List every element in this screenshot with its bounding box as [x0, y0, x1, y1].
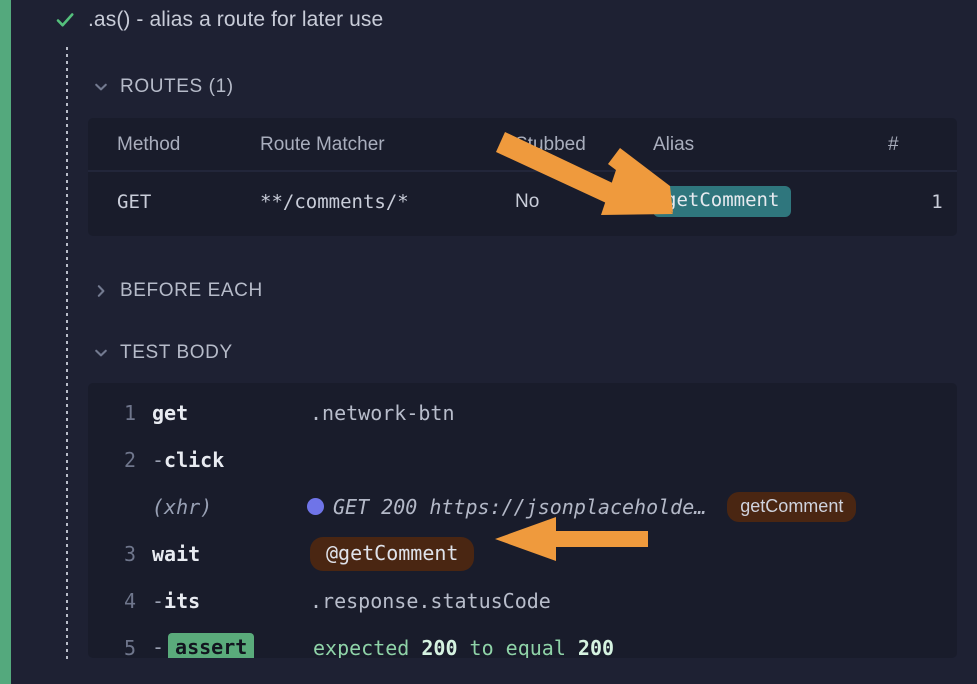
- command-argument-assert: expected 200 to equal 200: [313, 636, 614, 659]
- command-row-its[interactable]: 4 -its .response.statusCode: [88, 577, 957, 624]
- check-icon: [56, 13, 74, 27]
- wait-alias-badge[interactable]: @getComment: [310, 536, 475, 571]
- column-header-stubbed: Stubbed: [515, 118, 653, 172]
- assert-value-actual: 200: [421, 635, 458, 659]
- commands-panel: 1 get .network-btn 2 -click (xhr) GET 20…: [88, 383, 957, 658]
- command-number: 4: [123, 588, 136, 613]
- section-label-before-each: BEFORE EACH: [120, 280, 263, 301]
- command-number: 5: [123, 635, 136, 659]
- assert-prefix: expected: [313, 635, 422, 659]
- assert-chip: assert: [168, 632, 255, 658]
- page-title: .as() - alias a route for later use: [88, 8, 384, 31]
- command-dash: -: [152, 588, 165, 613]
- routes-panel: Method Route Matcher Stubbed Alias # GET…: [88, 118, 957, 236]
- section-label-routes: ROUTES (1): [120, 76, 234, 97]
- test-status-bar: [0, 0, 11, 684]
- command-name-text: click: [164, 447, 225, 472]
- section-header-before-each[interactable]: BEFORE EACH: [93, 280, 263, 302]
- cell-route-matcher: **/comments/*: [260, 190, 409, 213]
- command-row-xhr[interactable]: (xhr) GET 200 https://jsonplaceholde… ge…: [88, 483, 957, 530]
- cell-method: GET: [117, 190, 152, 213]
- chevron-down-icon: [95, 83, 107, 91]
- cell-count: 1: [931, 190, 943, 213]
- column-header-route-matcher: Route Matcher: [260, 118, 515, 172]
- assert-middle: to equal: [457, 635, 578, 659]
- table-row[interactable]: GET **/comments/* No getComment 1: [88, 171, 957, 233]
- command-name-xhr: (xhr): [152, 494, 213, 519]
- assert-message: expected 200 to equal 200: [313, 636, 614, 659]
- column-header-alias: Alias: [653, 118, 888, 172]
- test-guide-line: [66, 47, 68, 659]
- cell-alias: getComment: [653, 171, 888, 233]
- section-header-test-body[interactable]: TEST BODY: [93, 342, 233, 364]
- xhr-alias-badge[interactable]: getComment: [727, 491, 857, 522]
- command-name-assert: -assert: [152, 632, 255, 659]
- chevron-right-icon: [97, 285, 105, 297]
- command-name-text: its: [164, 588, 201, 613]
- section-header-routes[interactable]: ROUTES (1): [93, 76, 234, 98]
- command-name: -click: [152, 448, 224, 472]
- command-name: -its: [152, 589, 200, 613]
- command-row-click[interactable]: 2 -click: [88, 436, 957, 483]
- chevron-down-icon: [95, 349, 107, 357]
- command-name: wait: [152, 541, 201, 566]
- alias-badge[interactable]: getComment: [653, 186, 792, 217]
- command-row-assert[interactable]: 5 -assert expected 200 to equal 200: [88, 624, 957, 658]
- command-argument-wait: @getComment: [310, 536, 475, 571]
- section-label-test-body: TEST BODY: [120, 342, 233, 363]
- column-header-count: #: [888, 118, 957, 172]
- command-dash: -: [152, 447, 165, 472]
- routes-table-header-row: Method Route Matcher Stubbed Alias #: [88, 118, 957, 172]
- column-header-method: Method: [88, 118, 260, 172]
- command-number: 2: [123, 447, 136, 472]
- command-row-get[interactable]: 1 get .network-btn: [88, 389, 957, 436]
- xhr-status-dot: [307, 498, 324, 515]
- command-row-wait[interactable]: 3 wait @getComment: [88, 530, 957, 577]
- command-name: get: [152, 400, 189, 425]
- command-argument-xhr: GET 200 https://jsonplaceholde… getComme…: [307, 491, 857, 522]
- command-number: 1: [123, 400, 136, 425]
- command-dash: -: [152, 634, 165, 659]
- routes-table: Method Route Matcher Stubbed Alias # GET…: [88, 118, 957, 233]
- xhr-request-text: GET 200 https://jsonplaceholde…: [333, 494, 707, 519]
- command-argument: .network-btn: [310, 400, 455, 425]
- command-number: 3: [123, 541, 136, 566]
- assert-value-expected: 200: [577, 635, 615, 659]
- command-argument: .response.statusCode: [310, 588, 551, 613]
- test-title-row[interactable]: .as() - alias a route for later use: [55, 8, 383, 32]
- cell-stubbed: No: [515, 190, 540, 212]
